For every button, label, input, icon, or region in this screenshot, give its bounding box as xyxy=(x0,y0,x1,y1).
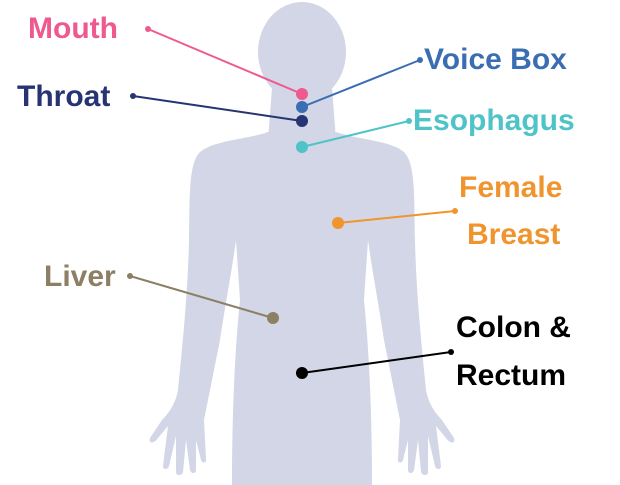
throat-marker xyxy=(296,115,308,127)
voice-box-label: Voice Box xyxy=(424,43,567,76)
voice-box-label-dot xyxy=(417,57,423,63)
liver-label-dot xyxy=(127,273,133,279)
colon-label-line1: Colon & xyxy=(456,311,571,344)
liver-marker xyxy=(267,312,279,324)
head xyxy=(258,2,346,102)
female-breast-label-line1: Female xyxy=(459,171,562,204)
esophagus-label: Esophagus xyxy=(413,104,575,137)
female-breast-label-dot xyxy=(452,208,458,214)
body-silhouette xyxy=(150,2,455,485)
female-breast-marker xyxy=(332,217,344,229)
voice-box-marker xyxy=(296,101,308,113)
liver-label: Liver xyxy=(44,260,116,293)
female-breast-label-line2: Breast xyxy=(467,218,560,251)
mouth-marker xyxy=(296,88,308,100)
colon-marker xyxy=(296,367,308,379)
mouth-label: Mouth xyxy=(28,12,118,45)
mouth-label-dot xyxy=(145,26,151,32)
esophagus-label-dot xyxy=(406,118,412,124)
colon-label-line2: Rectum xyxy=(456,359,566,392)
throat-label: Throat xyxy=(17,80,110,113)
throat-label-dot xyxy=(130,93,136,99)
colon-label-dot xyxy=(448,349,454,355)
torso-and-arms xyxy=(150,132,455,485)
esophagus-marker xyxy=(296,141,308,153)
